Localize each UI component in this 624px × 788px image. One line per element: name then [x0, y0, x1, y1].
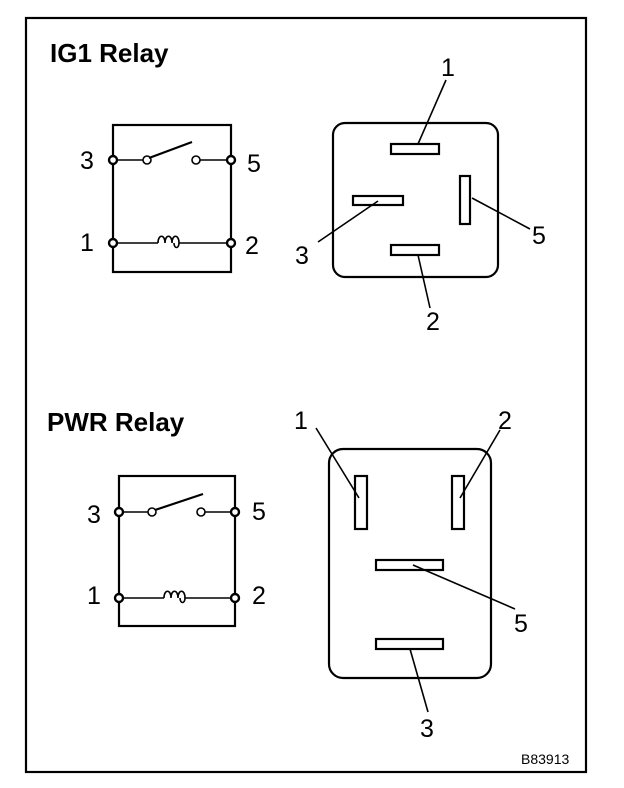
- pwr-switch-pivot: [147, 507, 157, 517]
- pwr-terminal-2: [229, 592, 241, 604]
- ig1-switch-arm: [148, 140, 193, 160]
- pwr-switch-contact: [196, 507, 206, 517]
- ig1-schematic-pin-3: 3: [80, 147, 94, 175]
- pwr-connector-slot-2: [450, 474, 466, 531]
- pwr-schematic-body: [117, 474, 237, 628]
- ig1-terminal-2: [225, 237, 237, 249]
- ig1-connector-slot-1: [389, 142, 441, 156]
- pwr-connector-pin-1: 1: [294, 407, 308, 435]
- ig1-connector: 1 3 5 2: [295, 54, 546, 336]
- figure-frame: [24, 16, 588, 774]
- ig1-switch-contact: [191, 155, 201, 165]
- pwr-terminal-3: [113, 506, 125, 518]
- pwr-terminal-5: [229, 506, 241, 518]
- ig1-connector-body: [331, 121, 500, 279]
- pwr-connector-pin-3: 3: [420, 715, 434, 743]
- ig1-connector-slot-5: [458, 174, 472, 226]
- pwr-connector-slot-1: [353, 474, 369, 531]
- ig1-schematic-pin-5: 5: [247, 150, 261, 178]
- pwr-connector-slot-3: [374, 637, 445, 651]
- pwr-switch-arm: [154, 492, 204, 512]
- ig1-connector-slot-3: [351, 194, 405, 207]
- pwr-schematic-pin-1: 1: [87, 582, 101, 610]
- pwr-connector-pin-5: 5: [514, 610, 528, 638]
- pwr-schematic-pin-3: 3: [87, 501, 101, 529]
- pwr-connector: 1 2 5 3: [294, 407, 528, 743]
- pwr-terminal-1: [113, 592, 125, 604]
- pwr-connector-body: [327, 447, 493, 680]
- ig1-schematic-body: [111, 123, 233, 274]
- pwr-schematic: 3 5 1 2: [87, 474, 266, 628]
- ig1-schematic-pin-1: 1: [80, 229, 94, 257]
- pwr-connector-slot-5: [374, 558, 445, 572]
- ig1-schematic: 3 5 1 2: [80, 123, 261, 274]
- pwr-schematic-pin-5: 5: [252, 498, 266, 526]
- ig1-coil-icon: [157, 235, 180, 249]
- ig1-connector-pin-1: 1: [441, 54, 455, 82]
- ig1-connector-pin-2: 2: [426, 308, 440, 336]
- pwr-connector-pin-2: 2: [498, 407, 512, 435]
- pwr-relay-title: PWR Relay: [47, 407, 185, 437]
- ig1-connector-pin-5: 5: [532, 222, 546, 250]
- ig1-connector-pin-3: 3: [295, 242, 309, 270]
- ig1-terminal-1: [107, 237, 119, 249]
- ig1-terminal-5: [225, 154, 237, 166]
- ig1-schematic-pin-2: 2: [245, 232, 259, 260]
- pwr-coil-icon: [163, 590, 186, 604]
- pwr-schematic-pin-2: 2: [252, 582, 266, 610]
- figure-code: B83913: [521, 751, 569, 767]
- ig1-terminal-3: [107, 154, 119, 166]
- ig1-connector-slot-2: [389, 243, 441, 257]
- ig1-relay-title: IG1 Relay: [50, 38, 169, 68]
